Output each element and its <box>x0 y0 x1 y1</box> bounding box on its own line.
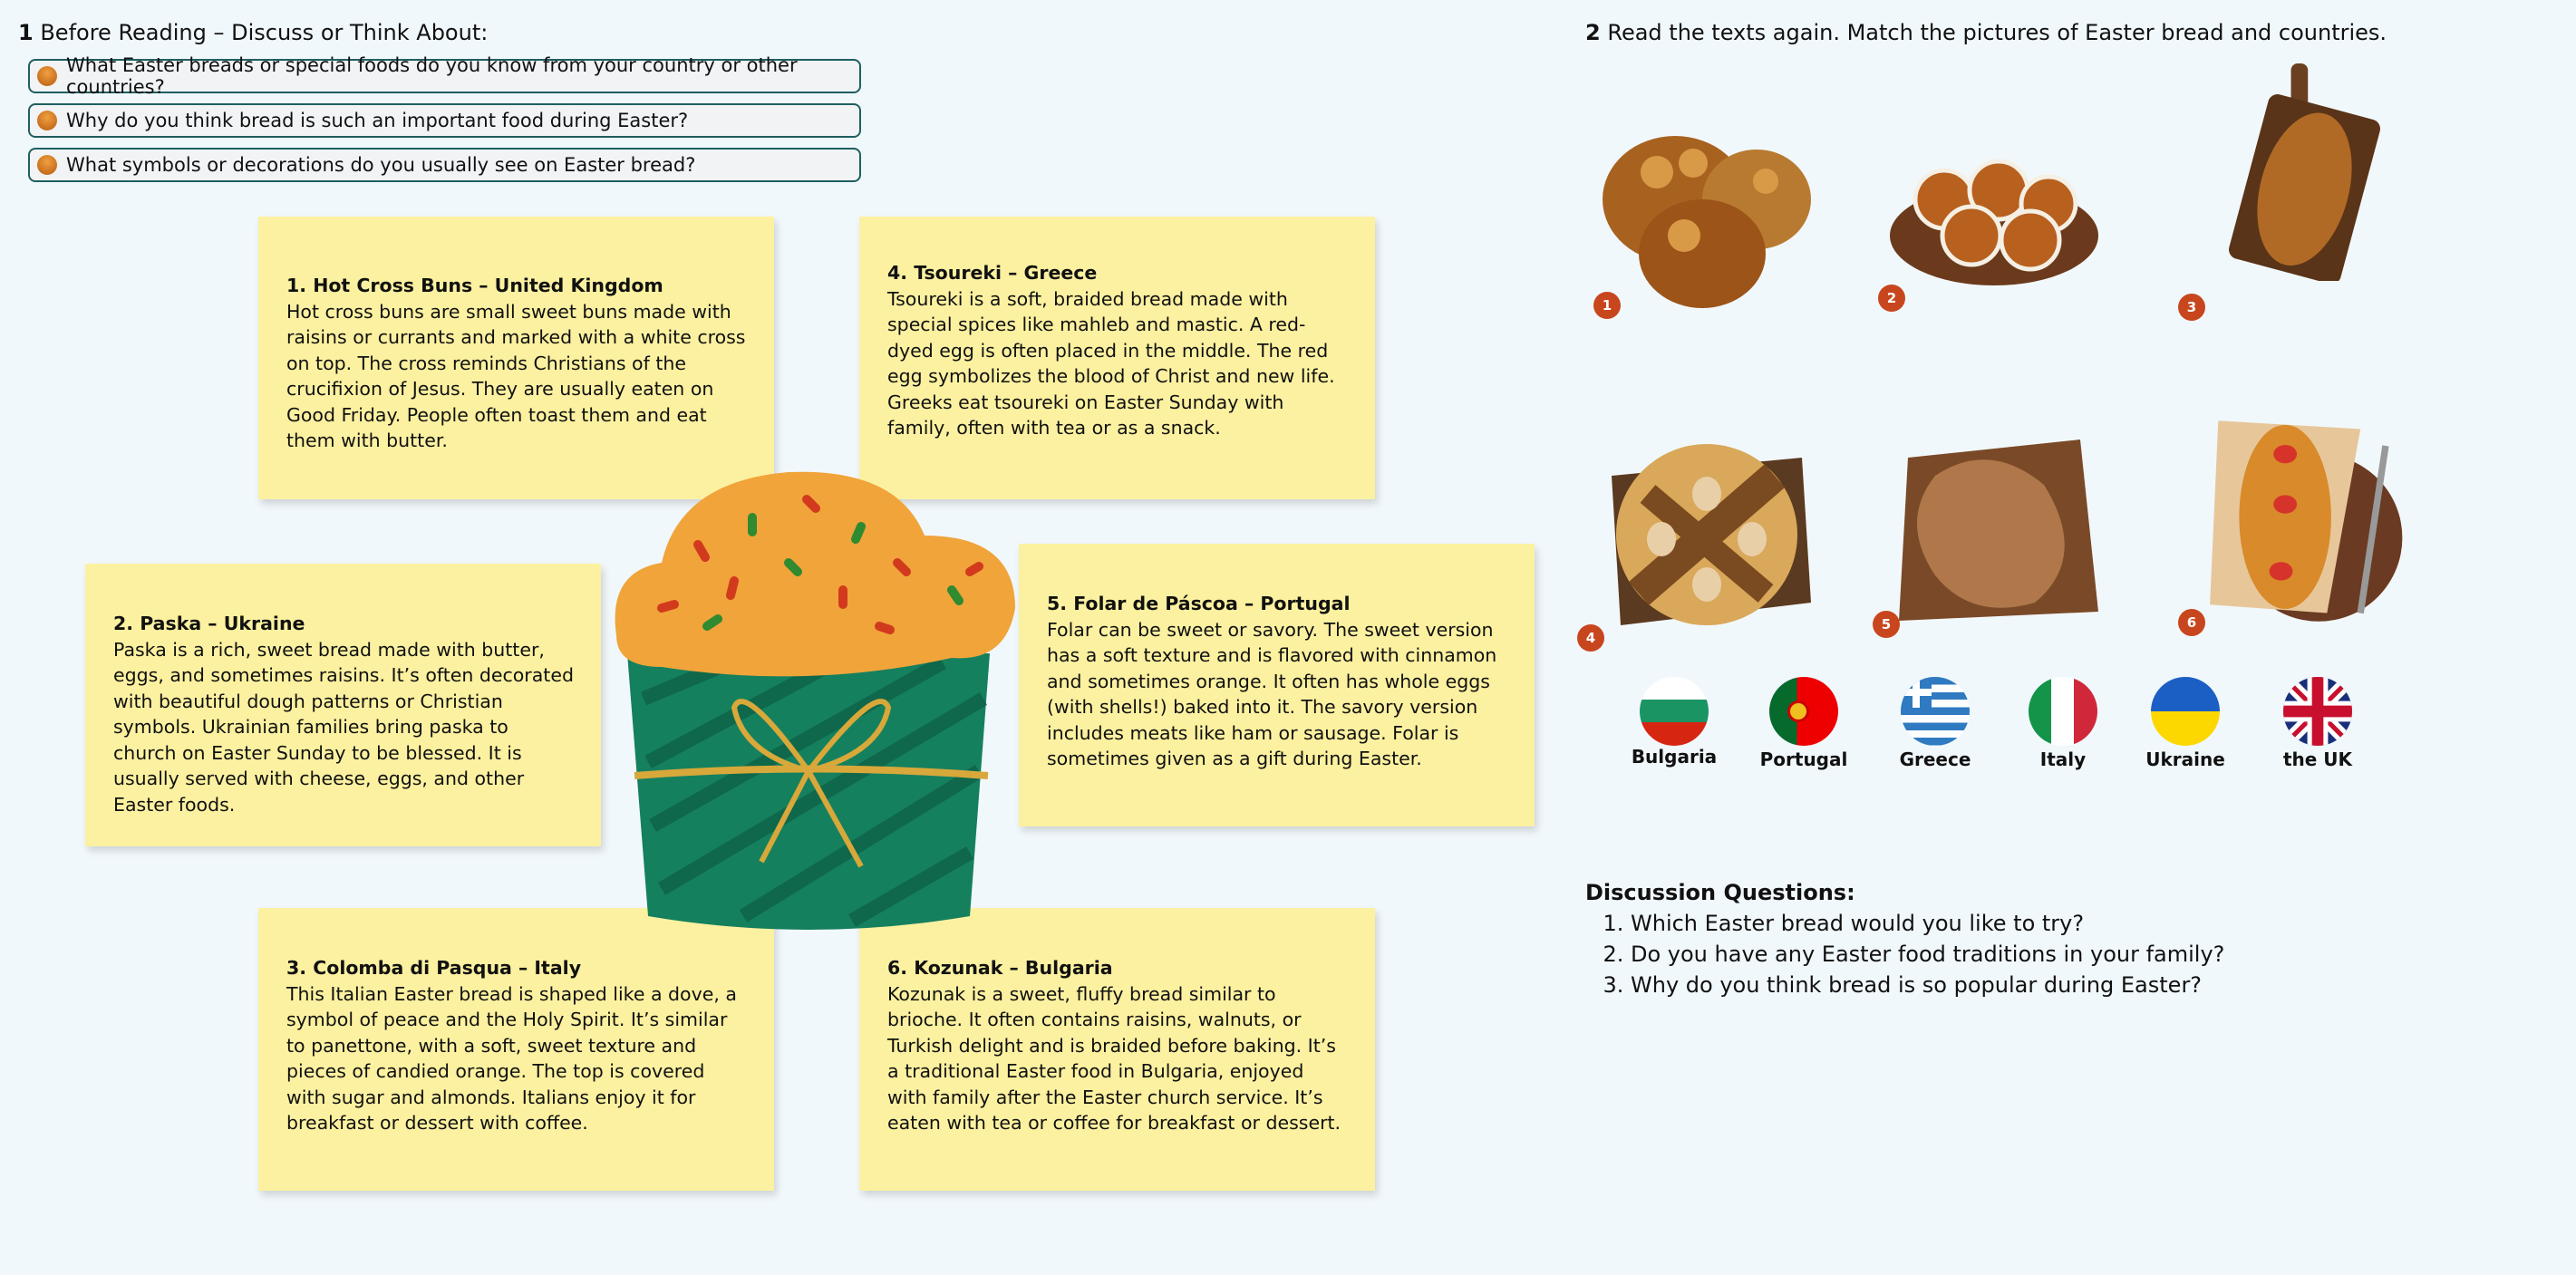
discussion-title: Discussion Questions: <box>1585 880 1855 905</box>
bun-icon <box>37 155 57 175</box>
bread-picture-4[interactable] <box>1593 421 1820 639</box>
country-label: Ukraine <box>2145 749 2225 770</box>
country-label: Italy <box>2039 749 2087 770</box>
picture-number-badge: 5 <box>1873 611 1900 638</box>
picture-number-badge: 3 <box>2178 294 2205 321</box>
bun-icon <box>37 111 57 130</box>
picture-number-badge: 4 <box>1577 624 1604 652</box>
portugal-flag-icon <box>1769 677 1838 746</box>
italy-flag-icon <box>2029 677 2097 746</box>
discussion-item: Which Easter bread would you like to try… <box>1631 908 2224 939</box>
country-label: Bulgaria <box>1631 746 1718 768</box>
bread-picture-2[interactable] <box>1881 100 2107 317</box>
section2-heading: 2 Read the texts again. Match the pictur… <box>1585 20 2387 45</box>
bread-picture-5[interactable] <box>1881 421 2107 639</box>
country-label: Portugal <box>1759 749 1848 770</box>
bulgaria-flag-icon <box>1640 677 1709 746</box>
country-label: Greece <box>1899 749 1971 770</box>
uk-flag-icon <box>2283 677 2352 746</box>
bread-picture-6[interactable] <box>2184 412 2411 630</box>
discussion-item: Why do you think bread is so popular dur… <box>1631 970 2224 1000</box>
bun-icon <box>37 66 57 86</box>
country-label: the UK <box>2282 749 2353 770</box>
question-box: Why do you think bread is such an import… <box>28 103 861 138</box>
bread-picture-3[interactable] <box>2184 63 2411 281</box>
greece-flag-icon <box>1901 677 1970 746</box>
question-box: What Easter breads or special foods do y… <box>28 54 861 98</box>
discussion-questions: Discussion Questions: Which Easter bread… <box>1585 877 2224 1000</box>
section1-heading: 1 Before Reading – Discuss or Think Abou… <box>18 20 489 45</box>
question-box: What symbols or decorations do you usual… <box>28 148 861 182</box>
bread-picture-1[interactable] <box>1593 100 1820 317</box>
ukraine-flag-icon <box>2151 677 2220 746</box>
picture-number-badge: 1 <box>1593 292 1621 319</box>
discussion-item: Do you have any Easter food traditions i… <box>1631 939 2224 970</box>
picture-number-badge: 6 <box>2178 609 2205 636</box>
cupcake-illustration <box>615 471 1015 930</box>
picture-number-badge: 2 <box>1878 285 1905 312</box>
